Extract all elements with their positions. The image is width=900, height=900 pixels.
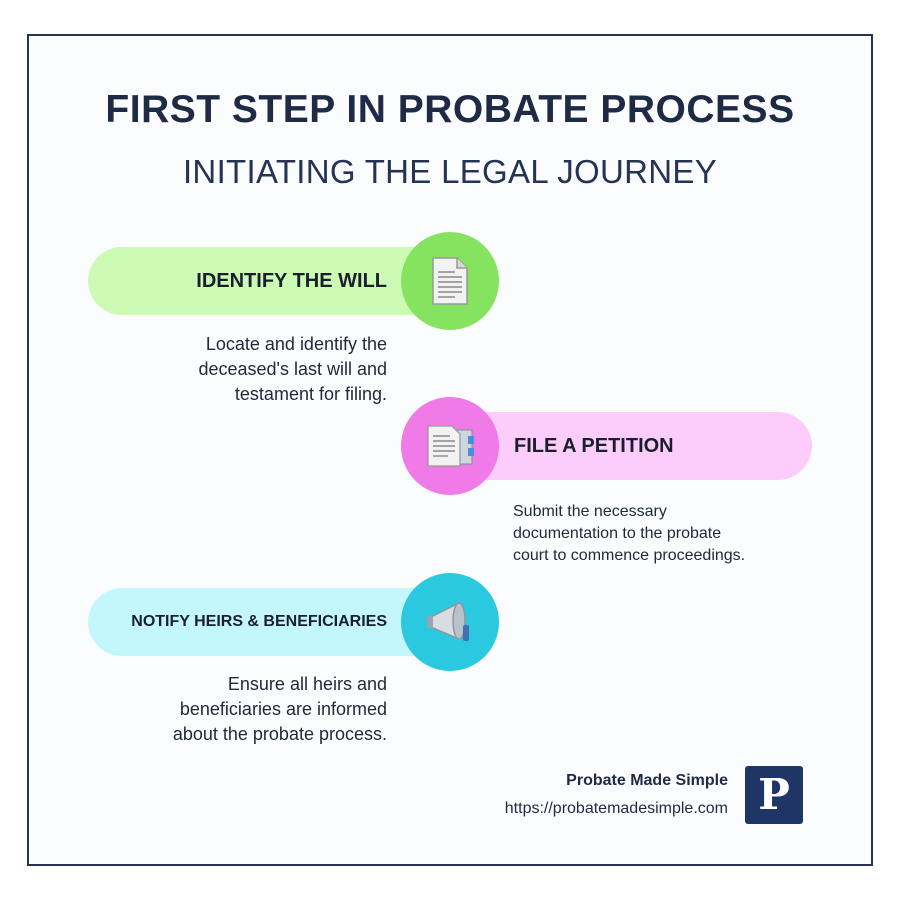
- step-notify-heirs-circle: [401, 573, 499, 671]
- step-identify-will-label: IDENTIFY THE WILL: [196, 269, 387, 292]
- step-file-petition-pill: FILE A PETITION: [450, 412, 812, 480]
- step-identify-will-description: Locate and identify the deceased's last …: [198, 334, 387, 404]
- step-notify-heirs-description: Ensure all heirs and beneficiaries are i…: [172, 674, 387, 744]
- step-file-petition-label: FILE A PETITION: [514, 434, 674, 457]
- page-title: FIRST STEP IN PROBATE PROCESS: [105, 88, 795, 131]
- brand-url[interactable]: https://probatemadesimple.com: [504, 800, 728, 817]
- document-icon: [432, 257, 468, 305]
- step-identify-will-circle: [401, 232, 499, 330]
- brand-logo: P: [745, 766, 803, 824]
- step-notify-heirs-pill: NOTIFY HEIRS & BENEFICIARIES: [88, 588, 428, 656]
- step-file-petition-description: Submit the necessary documentation to th…: [513, 503, 746, 564]
- step-identify-will-pill: IDENTIFY THE WILL: [88, 247, 428, 315]
- brand-logo-letter: P: [758, 770, 790, 819]
- step-file-petition-circle: [401, 397, 499, 495]
- page-subtitle: INITIATING THE LEGAL JOURNEY: [182, 153, 718, 190]
- brand-name: Probate Made Simple: [566, 772, 728, 789]
- step-notify-heirs-label: NOTIFY HEIRS & BENEFICIARIES: [131, 613, 387, 630]
- megaphone-icon: [427, 601, 469, 641]
- documents-folder-icon: [427, 425, 474, 467]
